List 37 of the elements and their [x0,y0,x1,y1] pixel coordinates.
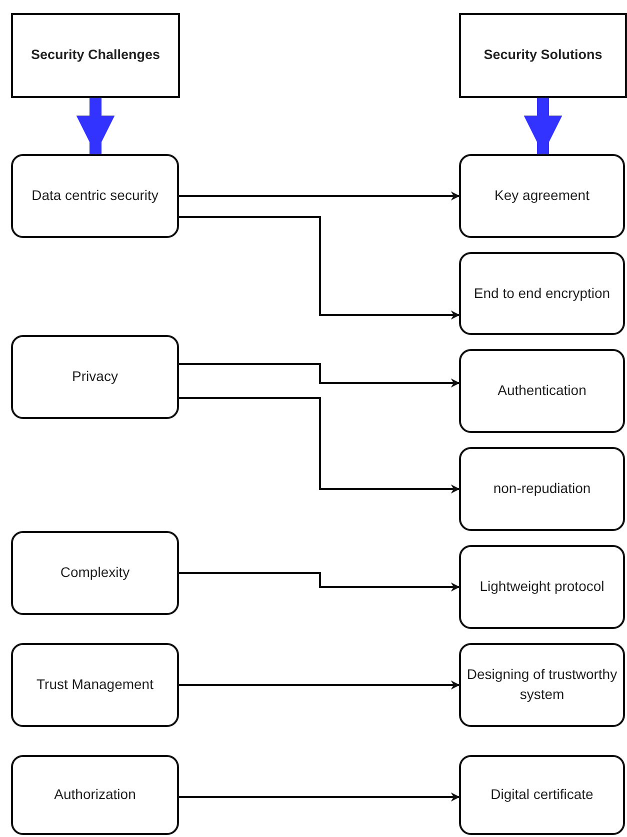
process-box [459,252,625,335]
arrow [179,792,460,802]
arrow [179,680,460,690]
node-text: Complexity [60,563,130,582]
arrow [179,363,460,388]
node-text: Authentication [498,381,586,400]
process-box [459,154,625,238]
arrow [179,192,460,200]
block-arrow [524,98,562,154]
node-text: Designing of trustworthy system [466,665,618,704]
node-text: Lightweight protocol [480,577,604,596]
process-box [459,643,625,727]
process-box [11,531,179,615]
node-text: Digital certificate [490,785,594,804]
node-text: non-repudiation [493,479,591,498]
process-box [459,545,625,629]
process-box [459,755,625,835]
process-box [459,447,625,531]
arrow [179,216,460,320]
process-box [11,643,179,727]
process-box [11,335,179,419]
process-box [11,154,179,238]
process-box [11,755,179,835]
node-text: End to end encryption [474,284,610,303]
header-box [459,13,627,98]
node-text: Authorization [54,785,136,804]
block-arrow [76,98,115,154]
arrow [179,397,460,494]
arrow [179,572,460,592]
node-text: Key agreement [494,186,590,206]
node-text: Security Solutions [484,46,602,64]
node-text: Privacy [72,367,118,386]
header-box [11,13,180,98]
node-text: Data centric security [32,186,158,206]
node-text: Security Challenges [30,46,160,64]
process-box [459,349,625,433]
node-text: Trust Management [36,675,154,694]
